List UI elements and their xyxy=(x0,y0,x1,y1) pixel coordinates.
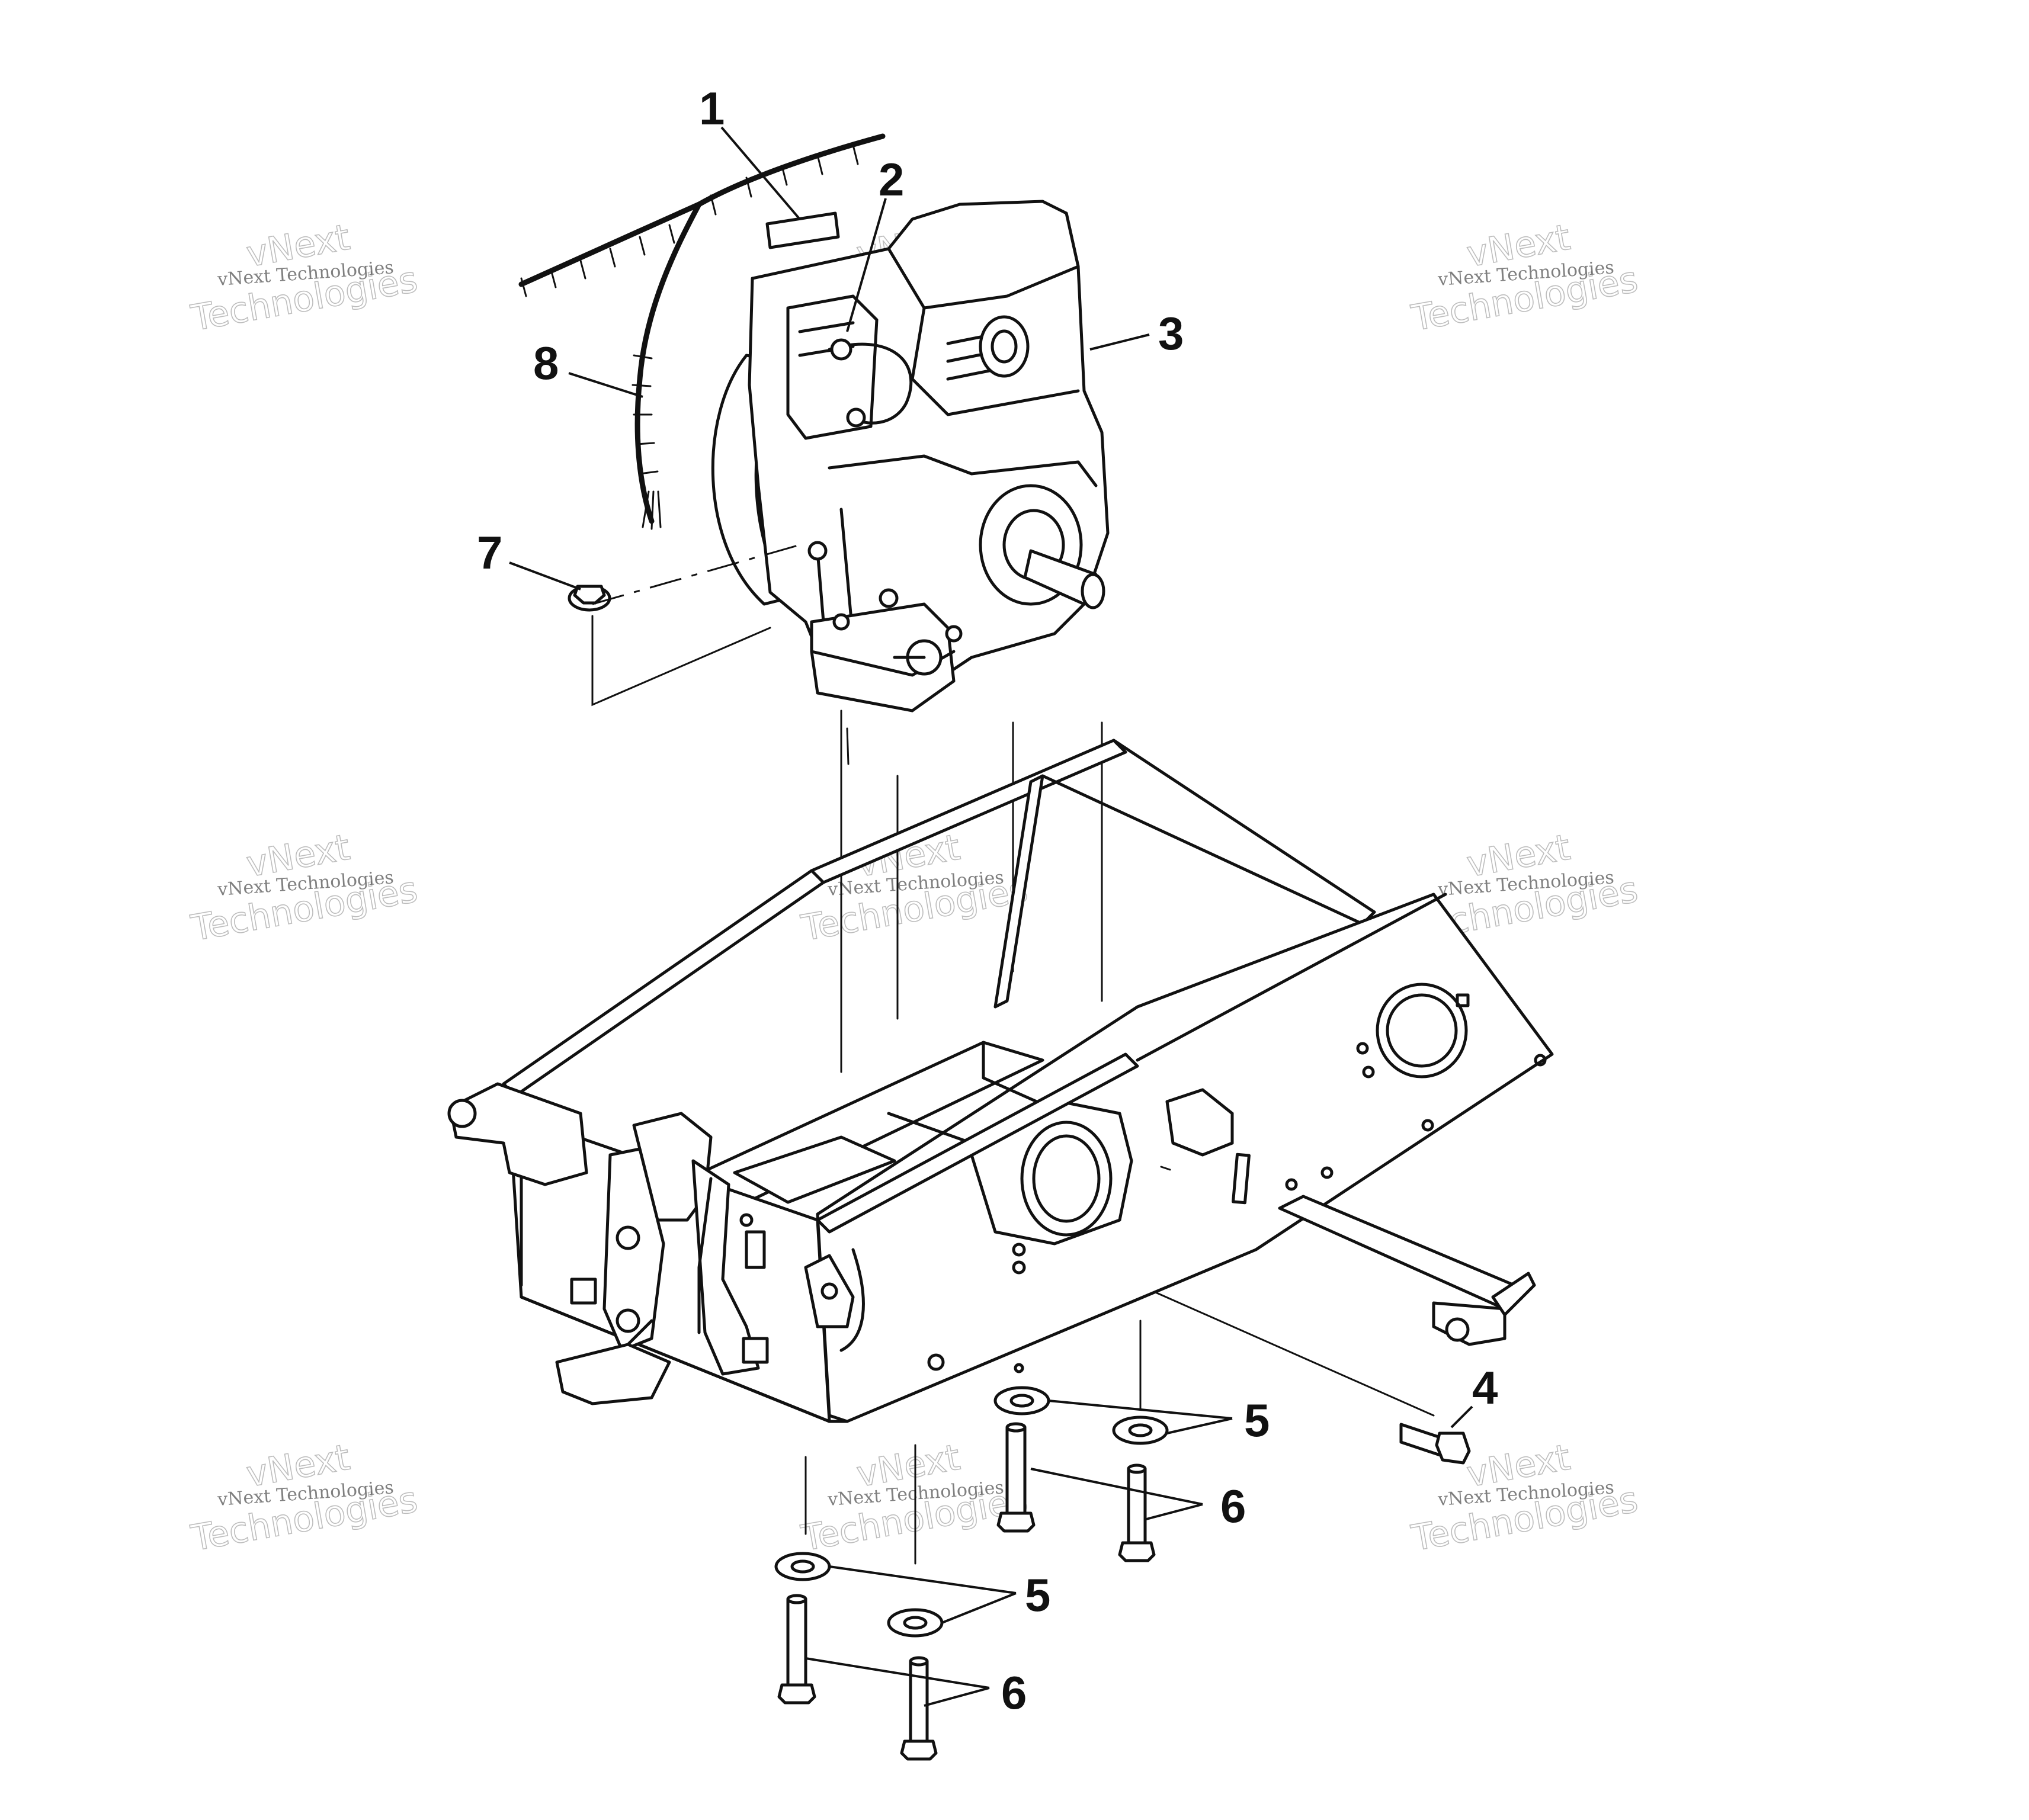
front-hangers xyxy=(447,1082,865,1405)
washer xyxy=(887,1608,944,1638)
callout-7: 7 xyxy=(477,527,502,579)
washer xyxy=(993,1386,1050,1415)
callout-1: 1 xyxy=(699,82,725,134)
leader-lines xyxy=(509,126,1473,1707)
callout-labels: 1 2 3 4 5 5 6 6 7 8 xyxy=(477,82,1498,1719)
callout-2: 2 xyxy=(879,153,904,206)
washer xyxy=(1112,1415,1169,1445)
wire-harness xyxy=(518,133,886,530)
callout-5: 5 xyxy=(1025,1569,1050,1621)
engine-frame xyxy=(502,739,1554,1423)
decal-label xyxy=(765,211,840,249)
bolt xyxy=(777,1594,816,1705)
engine xyxy=(711,200,1110,712)
callout-5: 5 xyxy=(1244,1394,1270,1446)
callout-3: 3 xyxy=(1158,307,1184,359)
callout-8: 8 xyxy=(533,337,559,389)
callout-6: 6 xyxy=(1220,1480,1246,1532)
washer xyxy=(774,1552,831,1581)
callout-4: 4 xyxy=(1472,1362,1498,1414)
bolt xyxy=(1118,1463,1156,1562)
bolt xyxy=(900,1656,938,1761)
bolt-4 xyxy=(1399,1423,1471,1465)
bolt xyxy=(996,1422,1036,1533)
flange-nut xyxy=(568,585,611,612)
callout-6: 6 xyxy=(1001,1667,1027,1719)
